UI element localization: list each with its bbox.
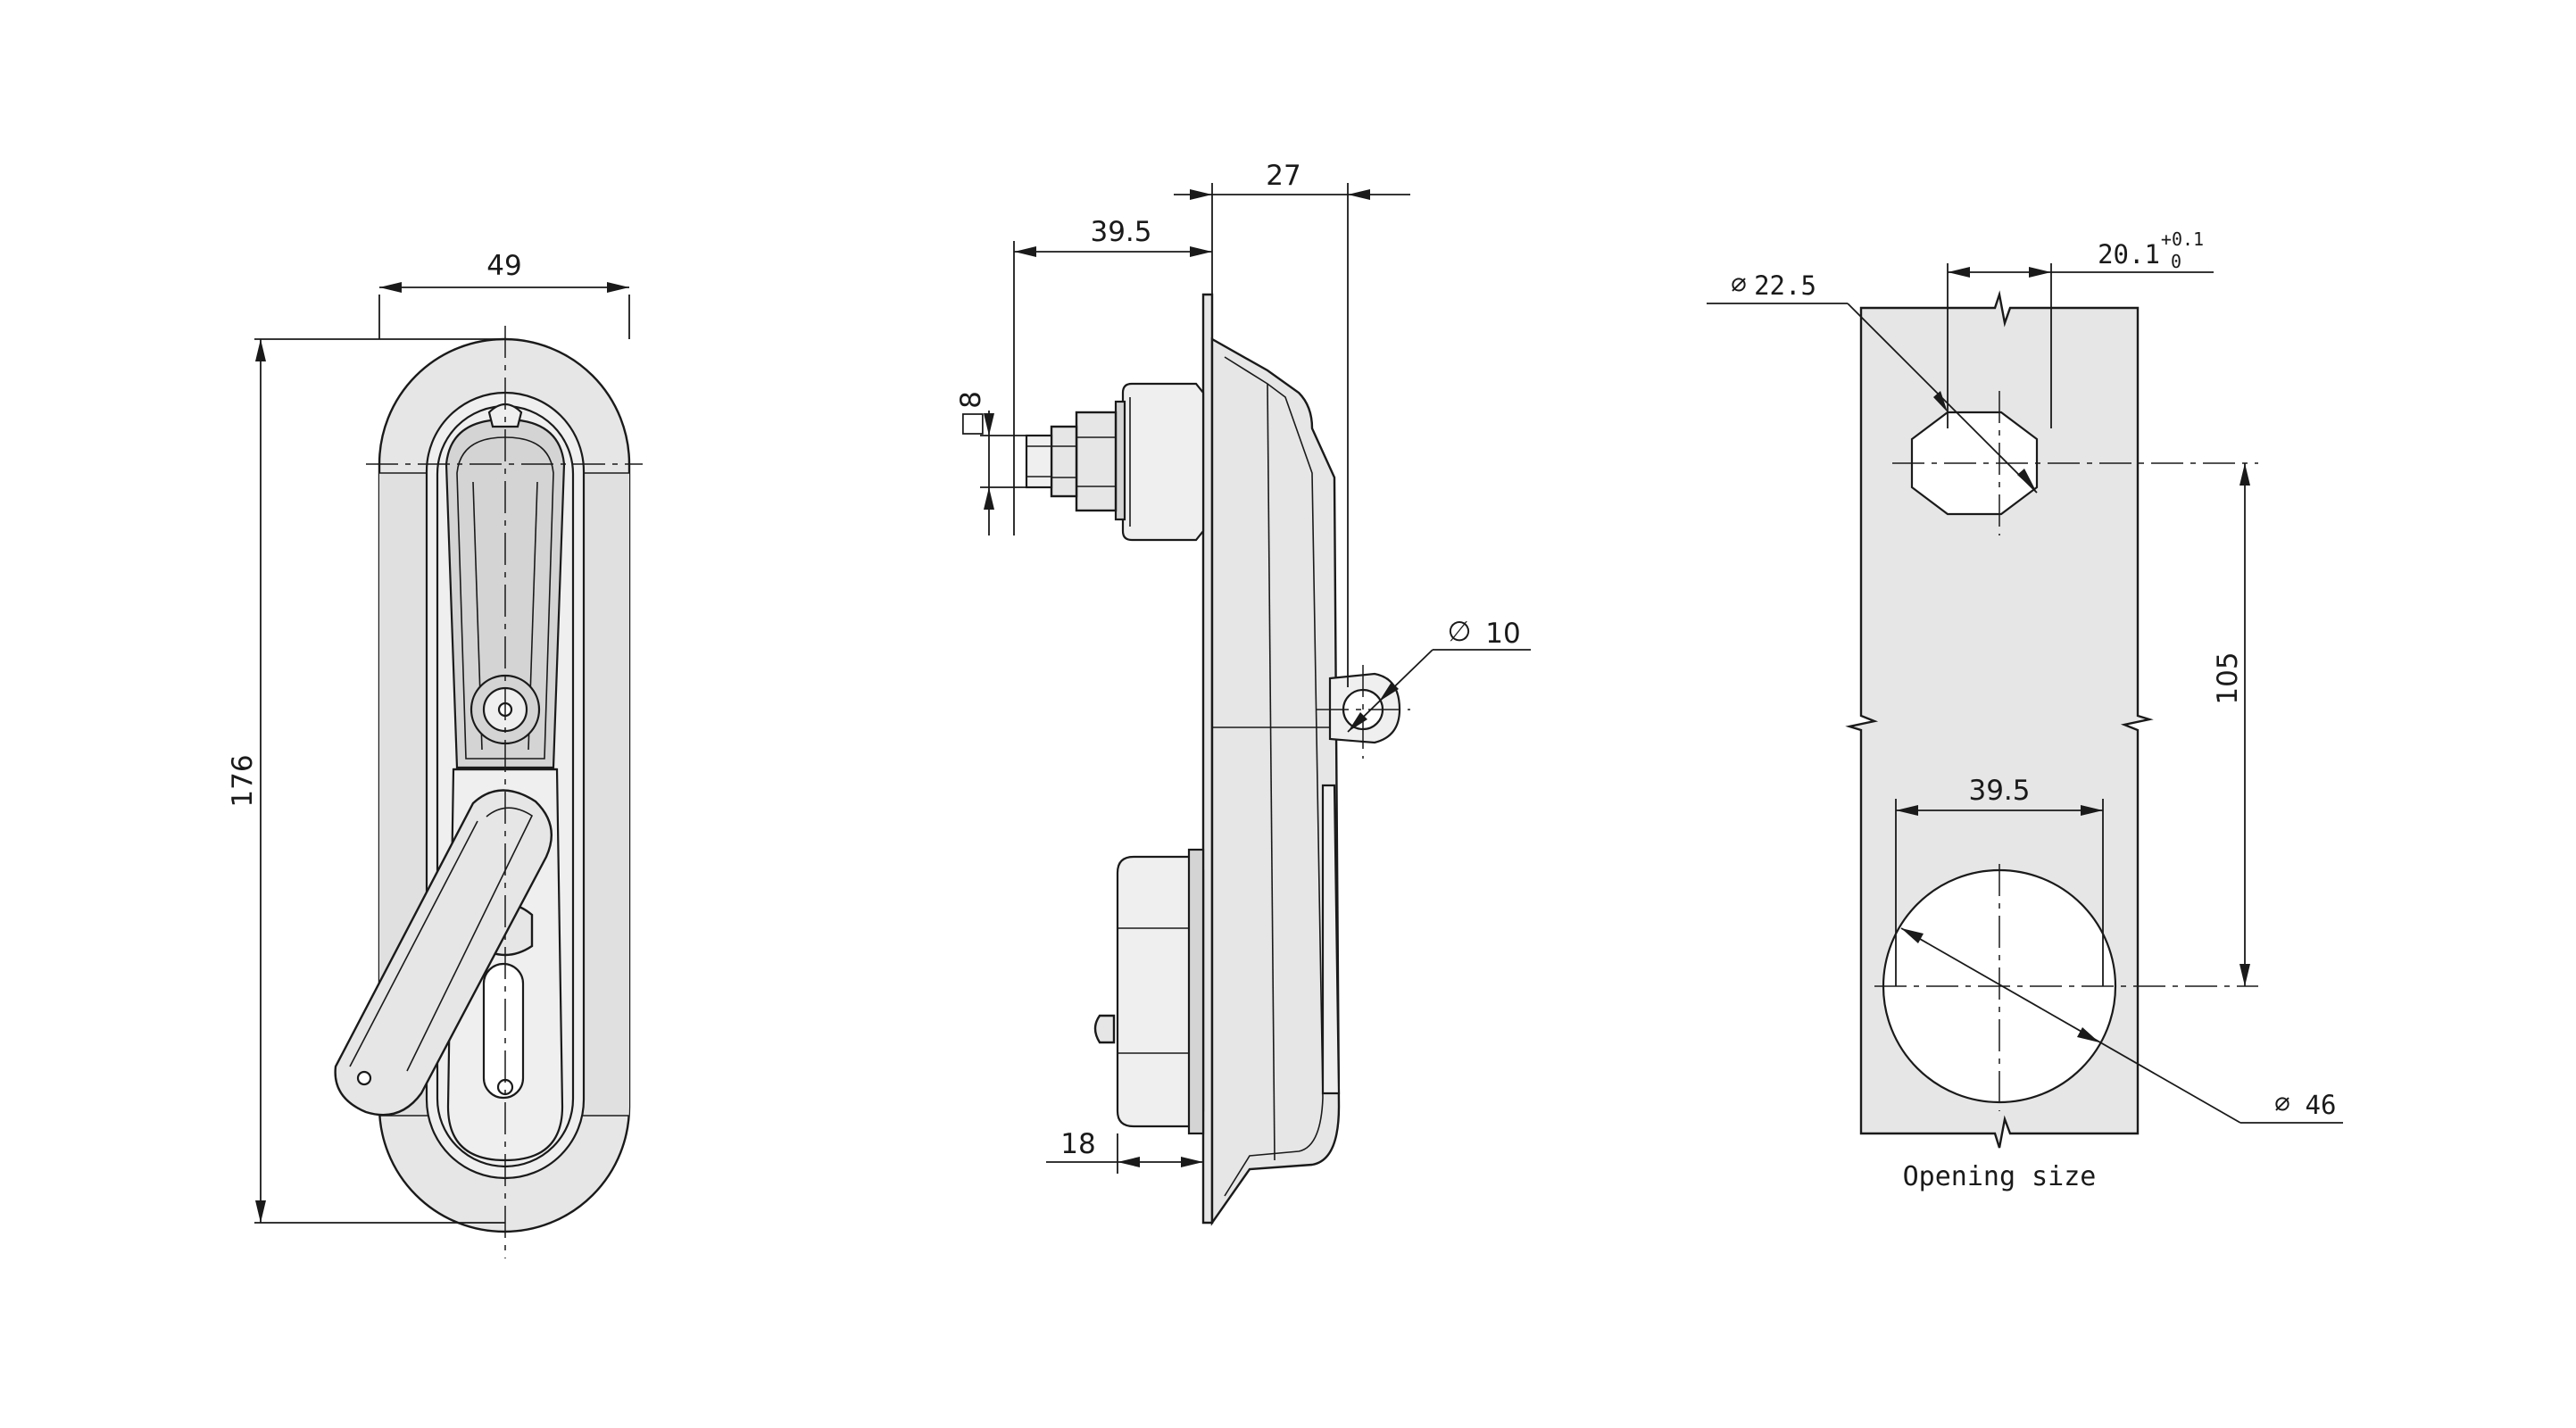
release-knob xyxy=(1093,1014,1116,1044)
small-diameter-dimension: ∅ 22.5 xyxy=(1707,269,2038,494)
side-hole-label: 10 xyxy=(1485,618,1520,650)
side-square-label: 8 xyxy=(955,391,987,409)
small-diameter-label: 22.5 xyxy=(1754,270,1816,301)
large-diameter-label: 46 xyxy=(2306,1090,2337,1120)
small-diameter-symbol: ∅ xyxy=(1731,269,1746,299)
large-diameter-symbol: ∅ xyxy=(2274,1088,2289,1118)
width-dimension: 39.5 xyxy=(1895,775,2104,986)
flats-tolerance-lower: 0 xyxy=(2171,251,2181,272)
side-depth-dimension: 39.5 xyxy=(1013,216,1212,536)
front-height-dimension: 176 xyxy=(227,338,505,1224)
side-depth-label: 39.5 xyxy=(1090,216,1151,248)
nut-large xyxy=(1075,411,1118,512)
side-square-symbol: □ xyxy=(955,411,987,436)
front-width-label: 49 xyxy=(486,250,521,282)
side-bottom-label: 18 xyxy=(1060,1128,1095,1160)
rear-boss xyxy=(1121,382,1205,542)
side-overall-dimension: 27 xyxy=(1174,160,1410,687)
side-body xyxy=(1210,336,1341,1226)
opening-view: 20.1 +0.1 0 ∅ 22.5 105 39.5 xyxy=(1707,228,2343,1192)
width-label: 39.5 xyxy=(1968,775,2030,807)
washer xyxy=(1114,400,1126,521)
spacing-label: 105 xyxy=(2212,652,2244,704)
flats-label: 20.1 xyxy=(2098,239,2160,270)
front-view: 49 176 xyxy=(227,250,643,1258)
flats-dimension: 20.1 +0.1 0 xyxy=(1947,228,2214,428)
key-slot xyxy=(482,962,525,1100)
opening-caption: Opening size xyxy=(1903,1161,2097,1192)
lock-housing xyxy=(1116,855,1205,1128)
spacing-dimension: 105 xyxy=(2212,463,2250,986)
lever-arm xyxy=(334,789,553,1117)
side-hole-symbol: ∅ xyxy=(1447,616,1471,648)
front-width-dimension: 49 xyxy=(378,250,630,339)
side-square-dimension: □ 8 xyxy=(955,391,1026,536)
flats-tolerance-upper: +0.1 xyxy=(2161,228,2204,250)
side-hole-dimension: ∅ 10 xyxy=(1347,616,1531,733)
square-shaft xyxy=(1025,434,1053,489)
side-overall-label: 27 xyxy=(1266,160,1300,192)
front-height-label: 176 xyxy=(227,754,259,807)
nut-small xyxy=(1050,425,1078,498)
side-bottom-dimension: 18 xyxy=(1046,1128,1204,1174)
mounting-plate xyxy=(1201,293,1214,1225)
side-view: 27 39.5 □ 8 ∅ 10 xyxy=(955,160,1531,1226)
large-diameter-dimension: ∅ 46 xyxy=(1900,927,2343,1124)
